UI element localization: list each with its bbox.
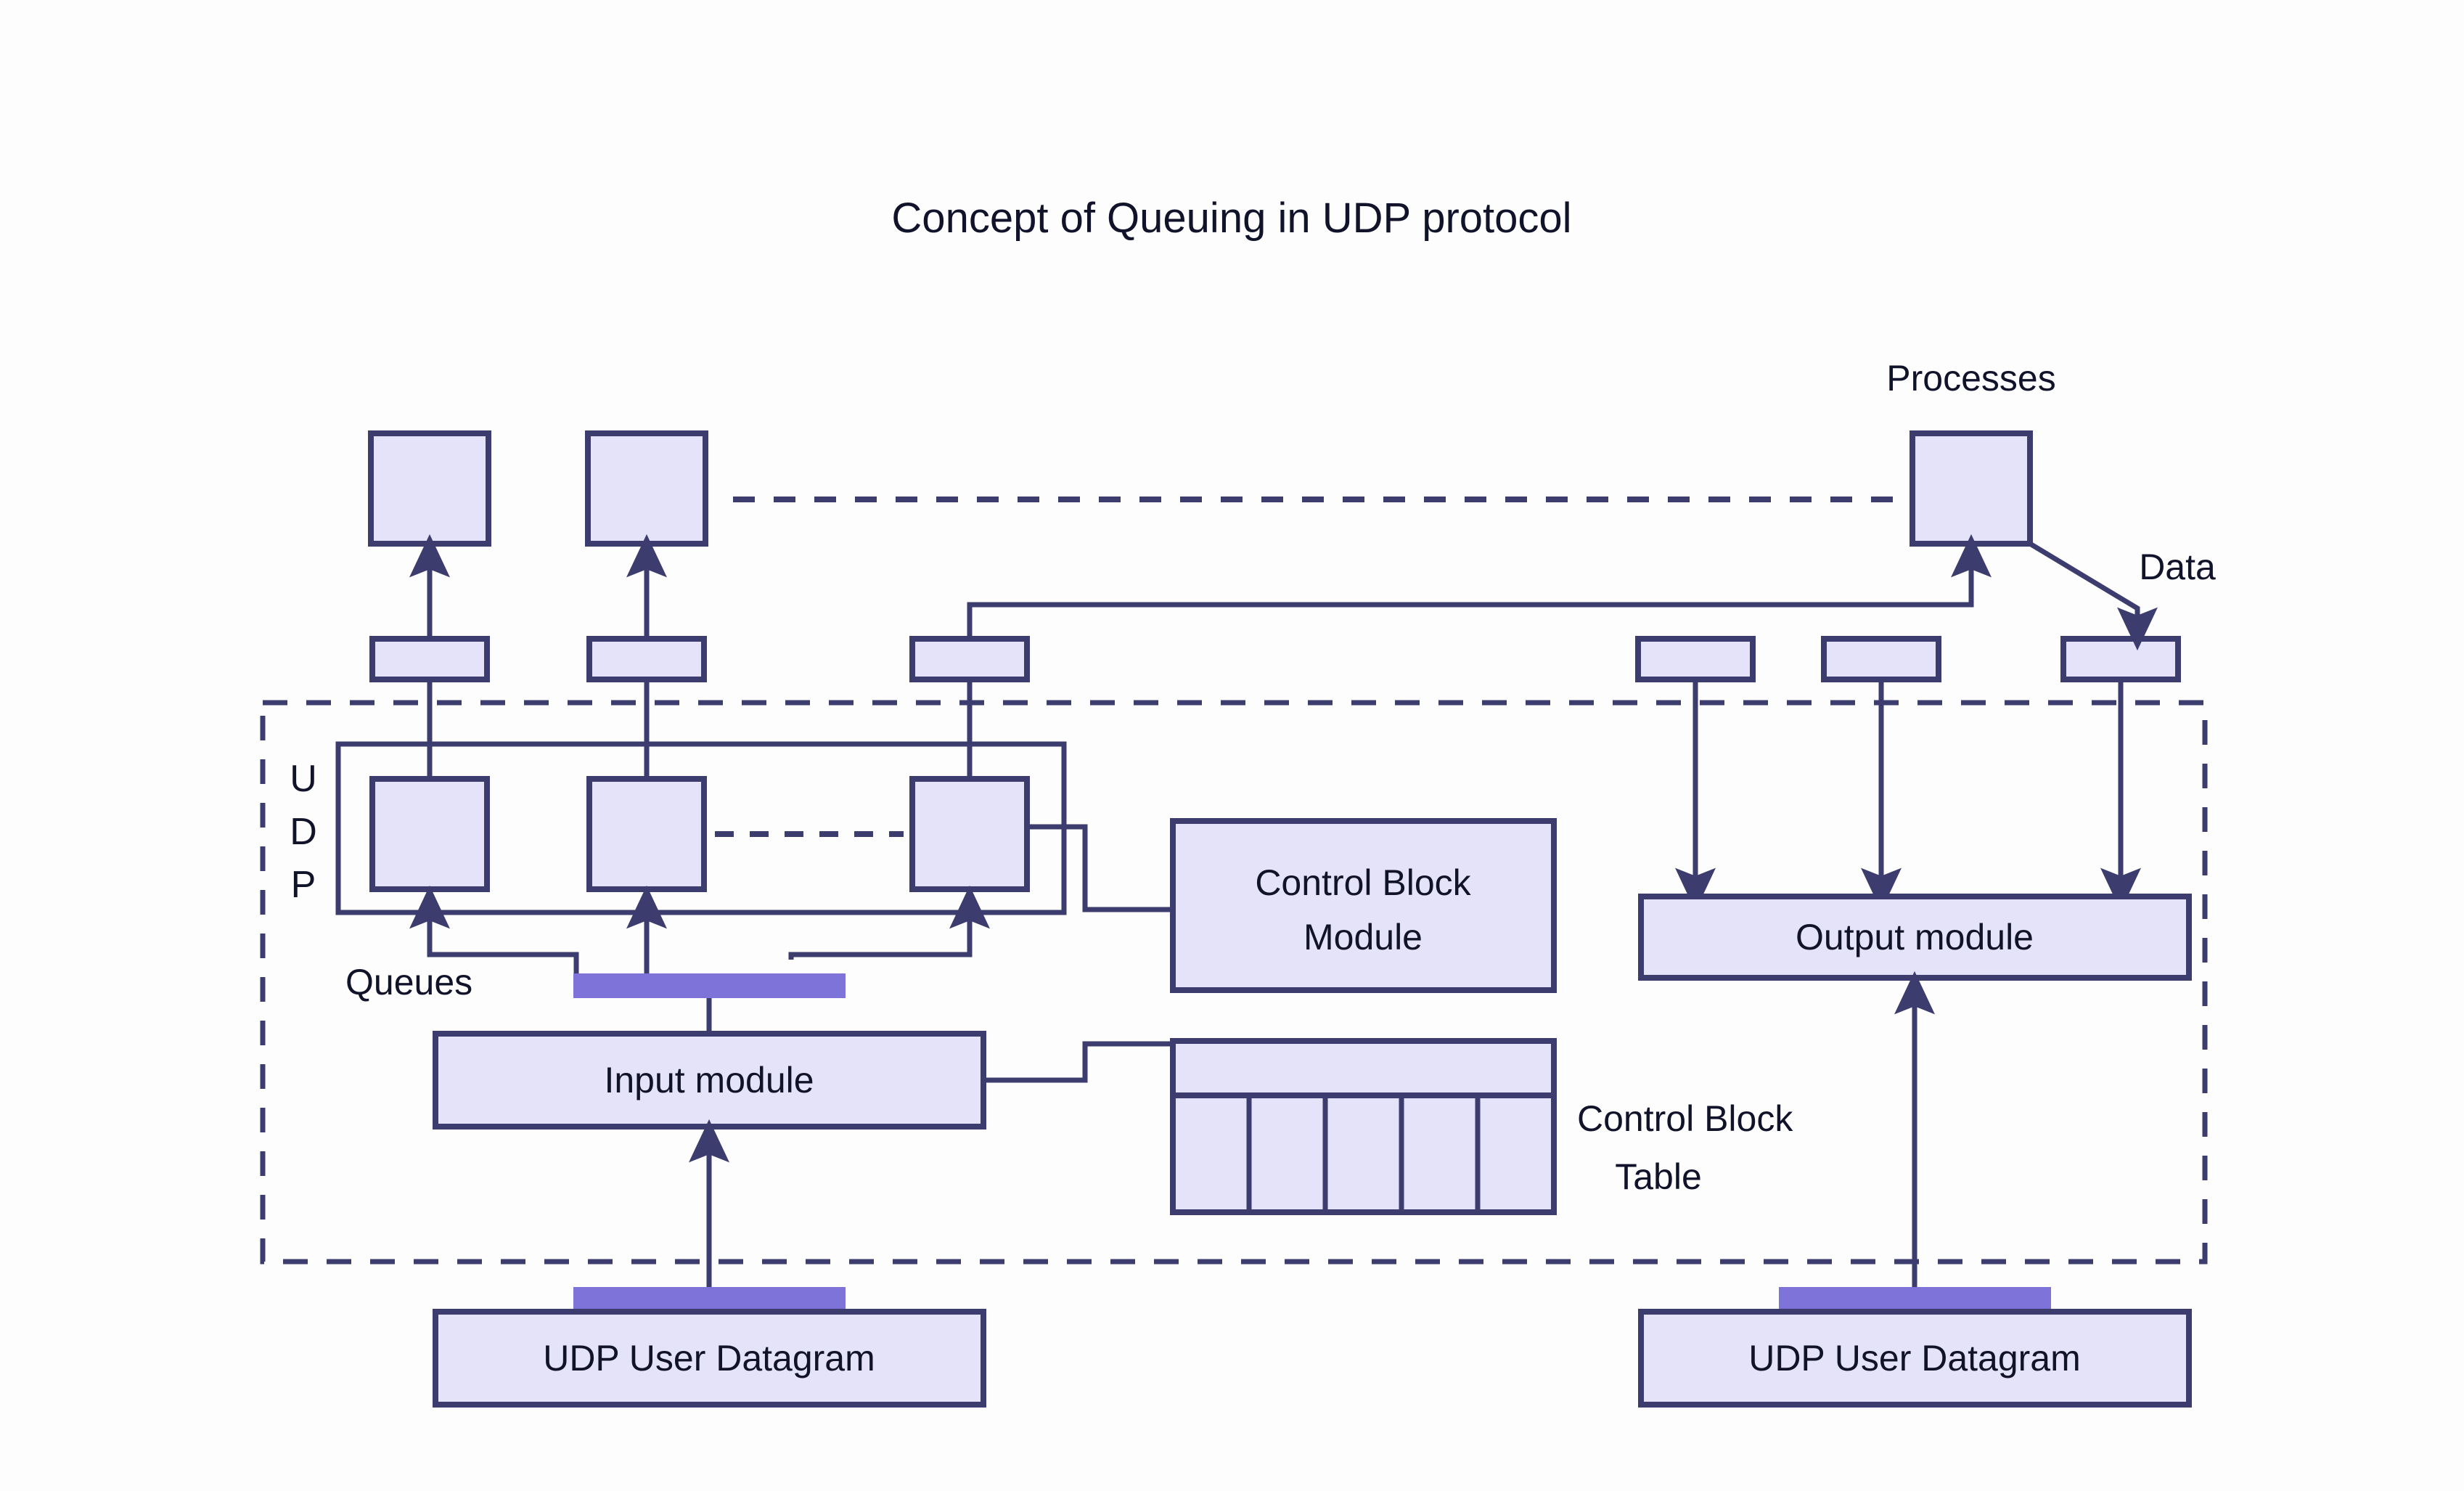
control-block-module-label-line2: Module [1303, 917, 1423, 957]
arrow-data-to-port [2029, 542, 2158, 651]
udp-layer-letter-d: D [290, 811, 317, 853]
process-box-2[interactable] [585, 430, 708, 547]
processes-label: Processes [1886, 358, 2055, 399]
port-box-right-2[interactable] [1821, 636, 1941, 682]
port-box-right-3[interactable] [2060, 636, 2181, 682]
right-datagram-box[interactable] [1638, 1309, 2192, 1408]
port-box-left-3[interactable] [909, 636, 1030, 682]
control-block-module-label-line1: Control Block [1255, 862, 1471, 903]
udp-layer-boundary [260, 700, 2208, 1265]
port-box-left-1[interactable] [369, 636, 490, 682]
udp-layer-letter-u: U [290, 758, 317, 800]
left-datagram-label: UDP User Datagram [543, 1338, 875, 1378]
queue-box-1[interactable] [369, 776, 490, 892]
connector-inputmodule-to-controlblocktable [983, 1041, 1173, 1083]
control-block-table-label-line1: Control Block [1577, 1098, 1793, 1139]
udp-layer-letter-p: P [291, 864, 316, 906]
output-module-label: Output module [1796, 917, 2034, 957]
queue-box-2[interactable] [586, 776, 707, 892]
port-box-left-2[interactable] [586, 636, 707, 682]
right-datagram-label: UDP User Datagram [1748, 1338, 2081, 1378]
data-label: Data [2139, 547, 2216, 587]
left-datagram-accent-bar [573, 1287, 846, 1312]
input-module-accent-bar [573, 973, 846, 998]
control-block-table-label-line2: Table [1615, 1156, 1702, 1197]
output-module-box[interactable] [1638, 894, 2192, 981]
control-block-table-header [1170, 1038, 1557, 1098]
left-datagram-box[interactable] [433, 1309, 986, 1408]
right-datagram-accent-bar [1779, 1287, 2051, 1312]
connector-input-to-queue1 [409, 885, 579, 973]
queues-label: Queues [345, 962, 472, 1002]
control-block-table-body[interactable] [1170, 1092, 1557, 1215]
port-box-right-1[interactable] [1635, 636, 1756, 682]
connector-input-to-queue3 [788, 885, 990, 960]
process-box-1[interactable] [368, 430, 491, 547]
connector-queue3-to-controlblockmodule [1027, 824, 1173, 912]
queue-box-3[interactable] [909, 776, 1030, 892]
input-module-label: Input module [604, 1060, 814, 1100]
control-block-module-box[interactable] [1170, 818, 1557, 993]
process-box-3[interactable] [1910, 430, 2033, 547]
connector-port3-to-process3 [967, 534, 1992, 639]
page-title: Concept of Queuing in UDP protocol [891, 195, 1571, 242]
